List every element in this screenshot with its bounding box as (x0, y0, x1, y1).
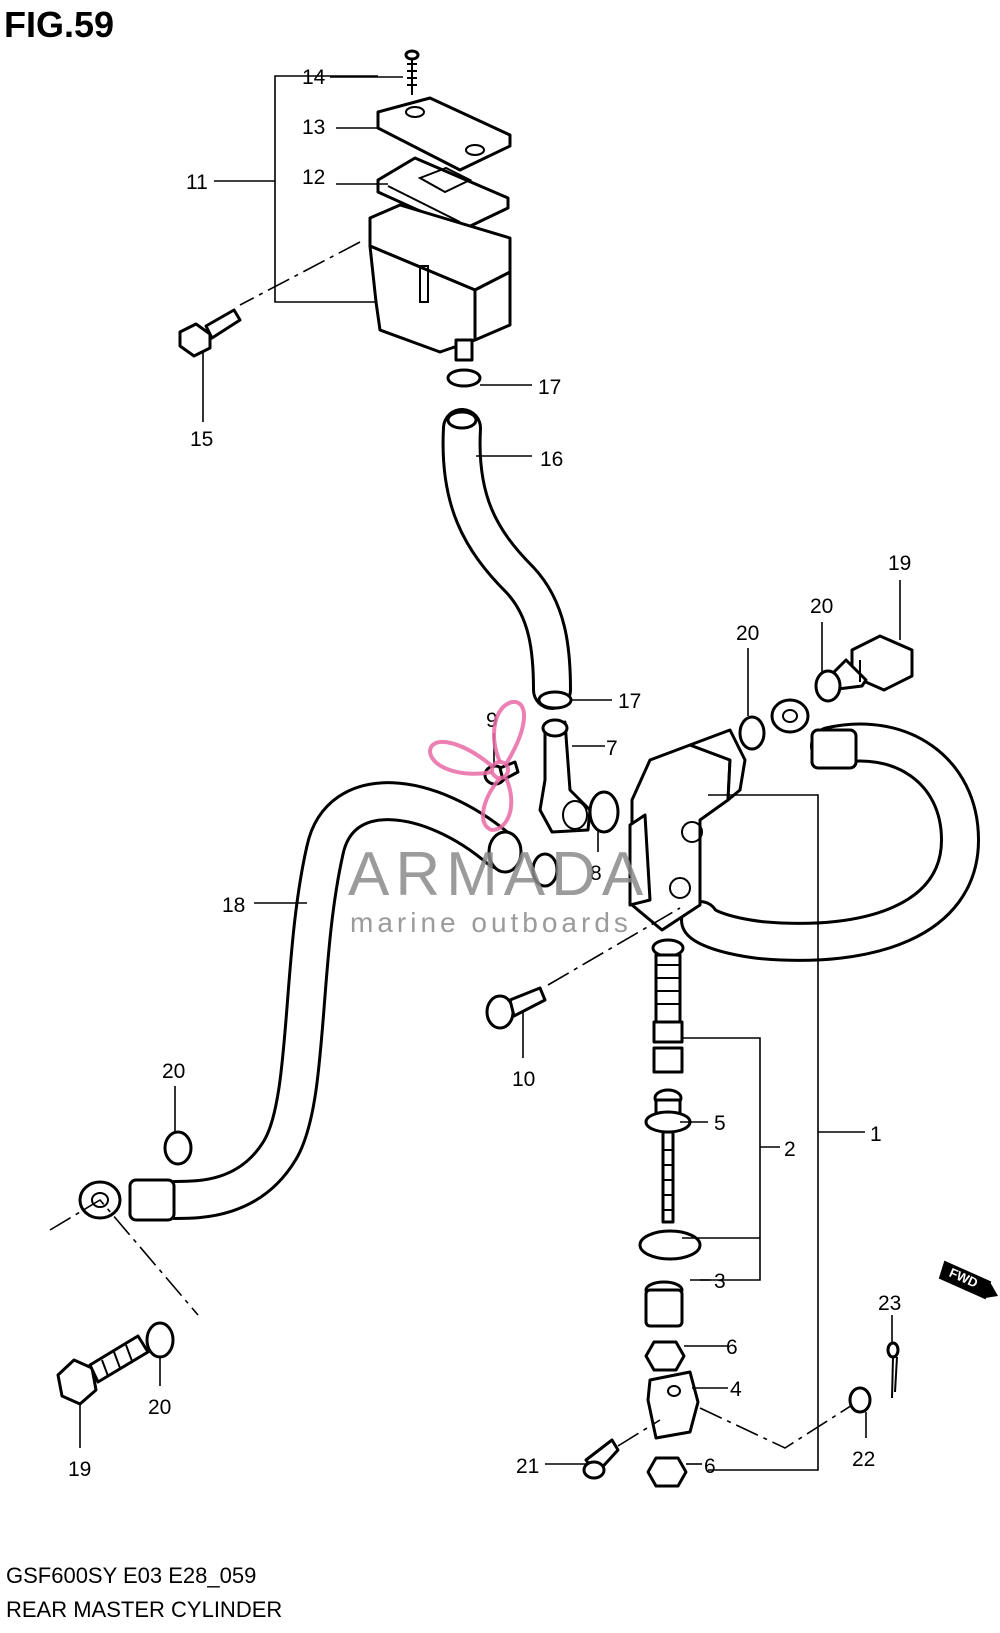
callout-20-top-right: 20 (810, 595, 833, 618)
forward-direction-arrow-icon: FWD (938, 1260, 998, 1300)
washer-20-top-left (738, 715, 766, 751)
hose-clip-upper (446, 368, 482, 388)
callout-6-upper: 6 (726, 1336, 738, 1359)
callout-19-lower: 19 (68, 1458, 91, 1481)
reservoir-hose-group (441, 368, 612, 710)
washer-20-top-right (814, 669, 842, 703)
lower-brake-hose (78, 781, 559, 1222)
propeller-icon (427, 699, 526, 833)
inlet-o-ring (588, 790, 620, 834)
watermark-tagline: marine outboards (350, 907, 632, 938)
callout-4: 4 (730, 1378, 742, 1401)
callout-20-top-left: 20 (736, 622, 759, 645)
callout-16: 16 (540, 448, 563, 471)
reservoir-tank (368, 203, 512, 362)
washer-20-left-lower (145, 1321, 175, 1359)
callout-12: 12 (302, 166, 325, 189)
callout-19-upper: 19 (888, 552, 911, 575)
figure-title: FIG.59 (4, 4, 115, 45)
figure-model-code: GSF600SY E03 E28_059 (6, 1563, 257, 1588)
piston-stack (638, 938, 702, 1488)
washer-22 (848, 1386, 872, 1414)
callout-20-left-upper: 20 (162, 1060, 185, 1083)
callout-23: 23 (878, 1292, 901, 1315)
inlet-connector (538, 718, 592, 834)
hose-clip-lower (537, 690, 573, 710)
cotter-pin (886, 1341, 900, 1399)
clevis-pin (582, 1438, 620, 1480)
callout-17-lower: 17 (618, 690, 641, 713)
callout-1: 1 (870, 1123, 882, 1146)
reservoir-bolt (178, 308, 242, 358)
callout-8: 8 (590, 862, 602, 885)
callout-15: 15 (190, 428, 213, 451)
callout-18: 18 (222, 894, 245, 917)
reservoir-group (178, 49, 512, 422)
callout-3: 3 (714, 1270, 726, 1293)
union-bolt-lower (56, 1334, 150, 1406)
reservoir-cap (376, 96, 512, 172)
callout-9: 9 (486, 709, 498, 732)
lock-nut-upper (644, 1340, 686, 1372)
reservoir-diaphragm (376, 156, 510, 232)
callout-14: 14 (302, 66, 326, 89)
callout-11: 11 (186, 171, 208, 194)
callout-7: 7 (606, 737, 618, 760)
washer-20-left-upper (163, 1130, 193, 1166)
watermark-brand: ARMADA (348, 840, 649, 909)
reservoir-cap-screw (404, 49, 420, 95)
watermark: ARMADA marine outboards (348, 699, 649, 938)
rod-boot (644, 1288, 684, 1328)
callout-5: 5 (714, 1112, 726, 1135)
lock-nut-lower (646, 1456, 688, 1488)
callout-17-upper: 17 (538, 376, 561, 399)
callout-10: 10 (512, 1068, 535, 1091)
callout-13: 13 (302, 116, 325, 139)
mounting-bolt (485, 986, 547, 1030)
circlip (638, 1229, 702, 1261)
right-brake-hose (680, 698, 980, 962)
callout-22: 22 (852, 1448, 875, 1471)
callout-20-left-lower: 20 (148, 1396, 171, 1419)
figure-name: REAR MASTER CYLINDER (6, 1597, 283, 1622)
callout-21: 21 (516, 1455, 539, 1478)
callout-6-lower: 6 (704, 1455, 716, 1478)
master-cylinder-body (628, 728, 747, 932)
clevis (646, 1370, 700, 1440)
callout-2: 2 (784, 1138, 796, 1161)
